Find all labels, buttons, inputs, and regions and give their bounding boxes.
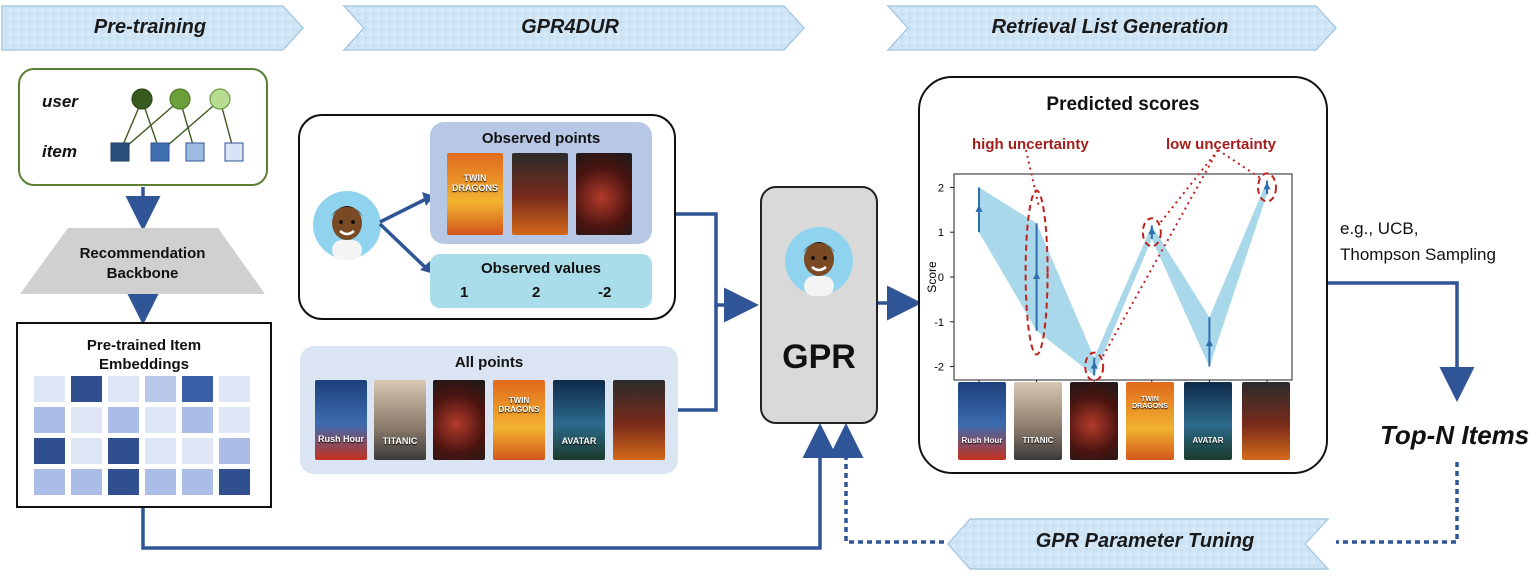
embedding-matrix (34, 376, 250, 495)
poster-rush-hour: Rush Hour (315, 380, 367, 460)
low-uncertainty-ellipse (1141, 217, 1162, 248)
high-uncertainty-ellipse (1024, 189, 1049, 356)
poster-twin-dragons-2: TWIN DRAGONS (493, 380, 545, 460)
embedding-cell (34, 407, 65, 433)
embedding-cell (219, 469, 250, 495)
embedding-cell (182, 469, 213, 495)
data-point (975, 204, 983, 212)
data-point (1033, 272, 1041, 279)
backbone-label: Recommendation Backbone (79, 245, 206, 282)
poster-twin-dragons-3: TWIN DRAGONS (1126, 382, 1174, 460)
gpr-label: GPR (782, 338, 856, 376)
embedding-cell (34, 469, 65, 495)
low-uncertainty-label: low uncertainty (1166, 136, 1277, 153)
top-n-items-label: Top-N Items (1380, 420, 1530, 450)
high-uncertainty-label: high uncertainty (972, 136, 1089, 153)
embedding-cell (108, 407, 139, 433)
score-chart: 2 1 0 -1 -2 Score (925, 149, 1293, 384)
banner-tuning (947, 518, 1330, 570)
embedding-cell (182, 407, 213, 433)
poster-titanic-3: TITANIC (1014, 382, 1062, 460)
observed-value: 2 (532, 284, 541, 301)
embedding-cell (108, 469, 139, 495)
user-avatar-icon (313, 191, 381, 260)
stage-tuning-label: GPR Parameter Tuning (1035, 530, 1255, 552)
user-item-graph-panel: user item (18, 68, 268, 186)
observed-points-title: Observed points (481, 130, 601, 147)
observed-values-box: Observed values 1 2 -2 (430, 254, 652, 308)
y-tick-label: 2 (938, 182, 944, 194)
stage-retrieval-label: Retrieval List Generation (991, 16, 1229, 38)
y-tick-label: 1 (938, 227, 944, 239)
y-tick-label: -1 (934, 317, 944, 329)
y-tick-label: -2 (934, 362, 944, 374)
method-note: e.g., UCB, Thompson Sampling (1340, 219, 1496, 264)
low-uncertainty-ellipse (1084, 351, 1105, 382)
observed-values-title: Observed values (480, 260, 602, 277)
data-point (1090, 361, 1098, 369)
poster-the-number-2 (433, 380, 485, 460)
embedding-cell (219, 438, 250, 464)
embedding-cell (34, 376, 65, 402)
gpr-box: GPR (760, 186, 878, 424)
embedding-cell (71, 407, 102, 433)
poster-titanic: TITANIC (374, 380, 426, 460)
embedding-cell (219, 376, 250, 402)
low-uncertainty-ellipse (1257, 172, 1277, 203)
poster-goldeneye (512, 153, 568, 235)
observed-value: -2 (598, 284, 612, 301)
poster-avatar: AVATAR (553, 380, 605, 460)
y-axis-label: Score (925, 261, 939, 293)
poster-twin-dragons: TWIN DRAGONS (447, 153, 503, 235)
data-point (1205, 339, 1213, 347)
poster-avatar-3: AVATAR (1184, 382, 1232, 460)
embedding-cell (145, 438, 176, 464)
y-tick-label: 0 (938, 272, 944, 284)
embedding-cell (71, 469, 102, 495)
embeddings-panel: Pre-trained Item Embeddings (16, 322, 272, 508)
all-points-title: All points (454, 354, 524, 371)
poster-goldeneye-3 (1242, 382, 1290, 460)
embedding-cell (34, 438, 65, 464)
banner-pretraining (1, 5, 305, 51)
embedding-cell (71, 438, 102, 464)
backbone-shape (20, 228, 265, 294)
low-uncertainty-pointer (1217, 149, 1262, 180)
branch-arrows (378, 192, 434, 274)
stage-pretraining-label: Pre-training (93, 16, 207, 38)
poster-goldeneye-2 (613, 380, 665, 460)
poster-the-number-3 (1070, 382, 1118, 460)
embedding-cell (182, 438, 213, 464)
observed-value: 1 (460, 284, 469, 301)
embedding-cell (108, 376, 139, 402)
uncertainty-band (979, 180, 1267, 376)
poster-rush-hour-3: Rush Hour (958, 382, 1006, 460)
embedding-cell (108, 438, 139, 464)
data-point (1263, 182, 1271, 190)
poster-the-number (576, 153, 632, 235)
item-label: item (42, 142, 77, 161)
embedding-cell (145, 407, 176, 433)
embedding-cell (145, 376, 176, 402)
embedding-cell (182, 376, 213, 402)
embedding-cell (71, 376, 102, 402)
embedding-cell (145, 469, 176, 495)
embedding-cell (219, 407, 250, 433)
low-uncertainty-pointer (1159, 149, 1219, 224)
low-uncertainty-pointer (1101, 149, 1219, 359)
banner-retrieval (886, 5, 1338, 51)
predicted-scores-title: Predicted scores (1046, 94, 1200, 115)
data-point (1148, 227, 1156, 235)
gpr-avatar-icon (785, 227, 853, 296)
user-label: user (42, 92, 78, 111)
embeddings-title: Pre-trained Item Embeddings (86, 337, 202, 373)
stage-gpr4dur-label: GPR4DUR (521, 16, 619, 38)
banner-gpr4dur (342, 5, 806, 51)
user-item-graph (110, 88, 244, 162)
